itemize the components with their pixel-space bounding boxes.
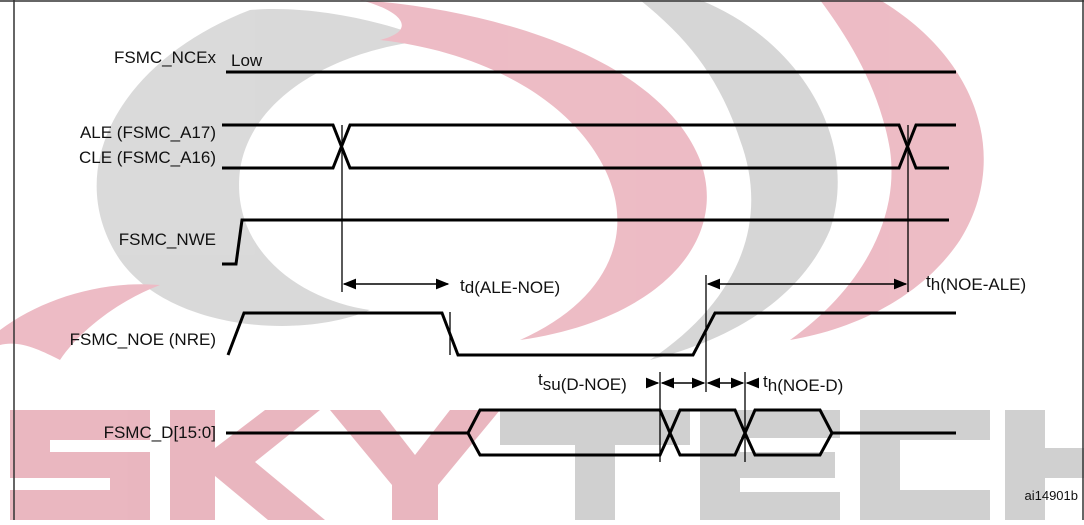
wave-noe	[226, 311, 956, 357]
figure-id: ai14901b	[1025, 488, 1079, 503]
watermark-swoosh-gray-2	[640, 0, 838, 360]
watermark-swoosh-red-3	[0, 284, 160, 360]
wave-ale	[222, 123, 956, 170]
watermark-letters	[10, 410, 500, 520]
wave-nwe	[222, 218, 949, 266]
label-noe: FSMC_NOE (NRE)	[70, 330, 216, 349]
label-ale: ALE (FSMC_A17)	[80, 123, 216, 142]
label-thd: th(NOE-D)	[763, 372, 843, 395]
label-nce-state: Low	[231, 51, 263, 70]
label-cle: CLE (FSMC_A16)	[79, 148, 216, 167]
watermark-swoosh-red-2	[790, 0, 984, 340]
label-tsu: tsu(D-NOE)	[538, 370, 627, 394]
watermark-swoosh-red	[360, 0, 707, 340]
label-nwe: FSMC_NWE	[119, 230, 216, 249]
watermark-letters-gray	[500, 410, 1084, 520]
label-th-ale: th(NOE-ALE)	[926, 272, 1026, 294]
watermark-swoosh-gray	[96, 9, 431, 326]
wave-cle	[222, 123, 949, 170]
label-td: td(ALE-NOE)	[460, 276, 560, 297]
label-nce: FSMC_NCEx	[114, 48, 217, 67]
label-data: FSMC_D[15:0]	[104, 423, 216, 442]
